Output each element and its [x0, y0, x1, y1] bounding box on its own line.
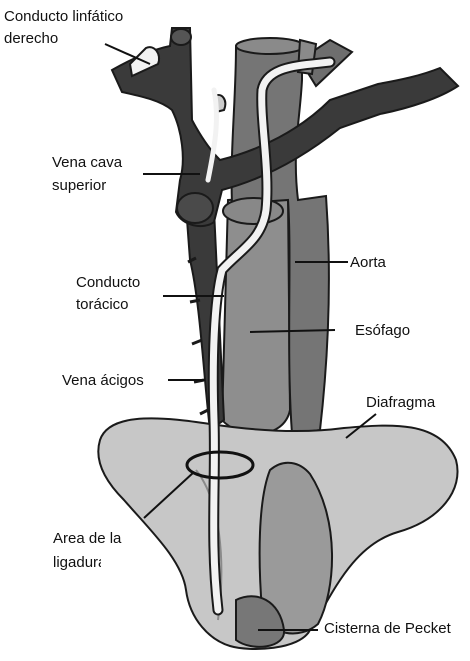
label-conducto-toracico-line1: Conducto [76, 272, 140, 293]
label-area-ligadura-line1: Area de la [53, 528, 121, 549]
label-conducto-linfatico-line1: Conducto linfático [4, 6, 123, 27]
diaphragm-structure [98, 418, 457, 649]
label-aorta: Aorta [350, 252, 386, 273]
label-vena-acigos: Vena ácigos [62, 370, 144, 391]
label-conducto-toracico-line2: torácico [76, 294, 129, 315]
label-diafragma: Diafragma [366, 392, 435, 413]
label-esofago: Esófago [355, 320, 410, 341]
label-cisterna: Cisterna de Pecket [324, 618, 451, 639]
label-conducto-linfatico-line2: derecho [4, 28, 58, 49]
label-vena-cava-line2: superior [52, 175, 106, 196]
label-area-ligadura-line2: ligadura [53, 552, 106, 573]
label-occlusion [101, 552, 147, 572]
label-vena-cava-line1: Vena cava [52, 152, 122, 173]
